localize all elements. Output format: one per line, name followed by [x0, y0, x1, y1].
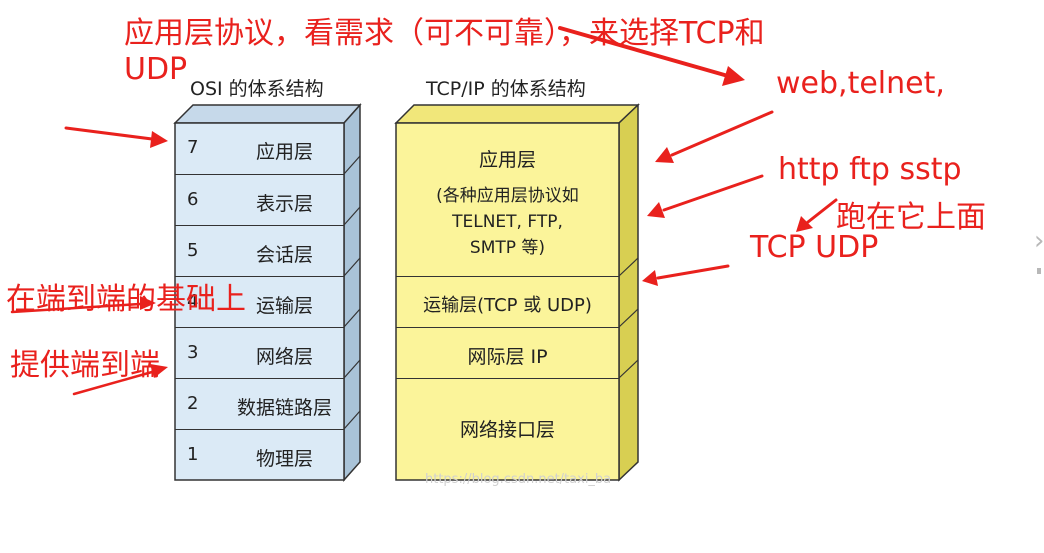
annotation-udp: UDP — [124, 52, 188, 87]
osi-stack-title: OSI 的体系结构 — [190, 78, 324, 100]
tcpip-layer-name: 网际层 IP — [467, 346, 548, 368]
osi-layer-name: 应用层 — [255, 141, 313, 163]
osi-layer-name: 运输层 — [255, 295, 313, 317]
arrow-web-to-application — [670, 110, 774, 157]
osi-layer-number: 1 — [187, 444, 199, 465]
annotation-tcp-udp: TCP UDP — [750, 230, 879, 265]
arrow-osi-application — [64, 126, 154, 141]
watermark: https://blog.csdn.net/taxi_ba — [425, 472, 612, 487]
tcpip-top-face — [394, 104, 640, 124]
annotation-runs-on: 跑在它上面 — [836, 200, 986, 235]
osi-layer-number: 6 — [187, 189, 199, 210]
tcpip-side-face — [618, 103, 639, 482]
osi-side-face — [343, 103, 361, 482]
annotation-arrows — [10, 26, 838, 396]
osi-layer-4: 4 运输层 — [175, 276, 344, 327]
tcpip-layer-internet: 网际层 IP — [396, 327, 619, 378]
osi-layer-number: 5 — [187, 240, 199, 261]
osi-layer-number: 4 — [187, 291, 199, 312]
chevron-right-icon: › — [1034, 226, 1044, 256]
arrow-http-to-protocols — [662, 174, 764, 212]
annotation-end-to-end-base: 在端到端的基础上 — [6, 282, 246, 317]
annotation-http-ftp: http ftp sstp — [778, 152, 962, 187]
osi-layer-7: 7 应用层 — [175, 123, 344, 174]
osi-layer-number: 3 — [187, 342, 199, 363]
annotation-provide-end-to-end: 提供端到端 — [10, 348, 160, 383]
osi-layer-name: 物理层 — [255, 448, 313, 470]
edge-mark — [1037, 268, 1041, 274]
osi-layer-name: 会话层 — [255, 244, 313, 266]
osi-front-face — [174, 122, 345, 481]
arrow-runs-on — [806, 198, 838, 224]
protocol-line: (各种应用层协议如 — [436, 186, 579, 206]
tcpip-stack-title: TCP/IP 的体系结构 — [426, 78, 586, 100]
protocol-line: SMTP 等) — [469, 238, 546, 258]
tcpip-layer-name: 网络接口层 — [459, 419, 555, 441]
protocol-line: TELNET, FTP, — [452, 212, 563, 232]
osi-layer-3: 3 网络层 — [175, 327, 344, 378]
osi-layer-2: 2 数据链路层 — [175, 378, 344, 429]
osi-layer-1: 1 物理层 — [175, 429, 344, 480]
osi-top-face — [173, 104, 362, 124]
tcpip-side-dividers — [618, 257, 639, 379]
tcpip-layer-name: 应用层 — [478, 149, 536, 171]
arrow-transport — [656, 264, 730, 280]
annotation-protocol-choice: 应用层协议，看需求（可不可靠），来选择TCP和 — [124, 16, 765, 51]
osi-layer-name: 网络层 — [255, 346, 313, 368]
annotation-web-telnet: web,telnet, — [776, 66, 945, 101]
osi-layer-number: 2 — [187, 393, 199, 414]
arrow-heads — [140, 66, 813, 378]
osi-side-dividers — [343, 155, 361, 430]
tcpip-application-protocols: (各种应用层协议如 TELNET, FTP, SMTP 等) — [396, 183, 619, 261]
tcpip-layer-transport: 运输层(TCP 或 UDP) — [396, 276, 619, 327]
osi-layer-number: 7 — [187, 137, 199, 158]
osi-layer-6: 6 表示层 — [175, 174, 344, 225]
arrow-end-to-end-base — [10, 302, 142, 314]
osi-layer-5: 5 会话层 — [175, 225, 344, 276]
osi-layer-name: 表示层 — [255, 193, 313, 215]
arrow-provide-end-to-end — [72, 370, 154, 396]
tcpip-front-face — [395, 122, 620, 481]
tcpip-layer-name: 运输层(TCP 或 UDP) — [423, 295, 592, 316]
arrow-top-to-web — [558, 26, 730, 78]
tcpip-layer-network-interface: 网络接口层 — [396, 378, 619, 480]
tcpip-layer-application: 应用层 (各种应用层协议如 TELNET, FTP, SMTP 等) — [396, 123, 619, 276]
osi-layer-name: 数据链路层 — [236, 397, 332, 419]
